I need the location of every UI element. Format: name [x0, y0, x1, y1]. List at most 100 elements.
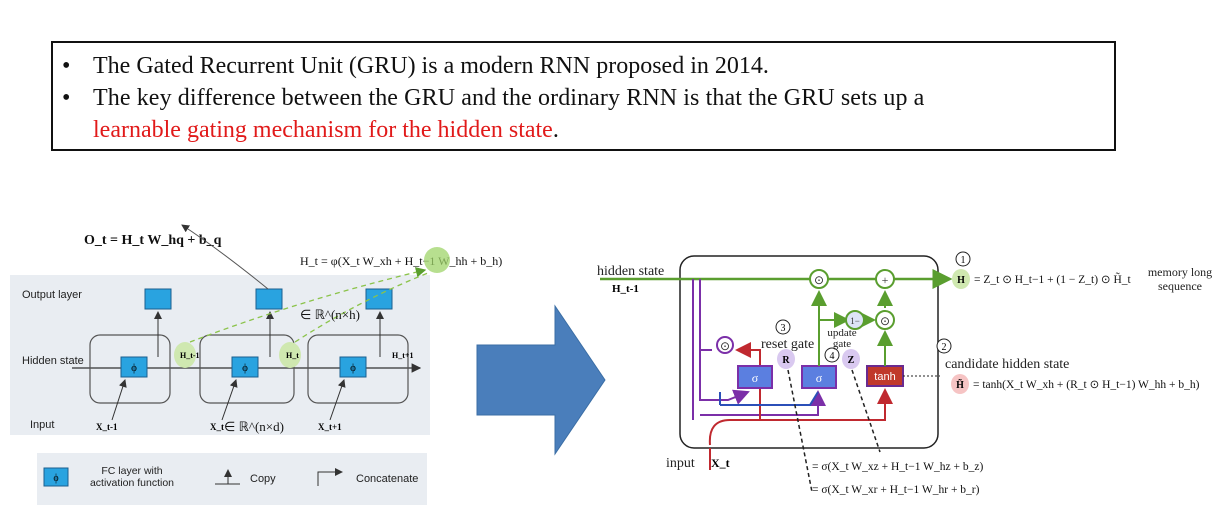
one-minus-label: 1−	[850, 316, 860, 326]
h-prev-label: H_t-1	[612, 283, 639, 295]
num-1: 1	[961, 255, 966, 266]
phi-label: ϕ	[242, 362, 248, 374]
gru-cell-frame	[679, 255, 939, 449]
whh-highlight	[424, 247, 450, 273]
rnn-cell-1: ϕ	[89, 288, 172, 404]
circled-number-4	[824, 347, 840, 363]
callout-box: • The Gated Recurrent Unit (GRU) is a mo…	[51, 41, 1116, 151]
R-label: R	[782, 355, 790, 366]
fc-phi-block	[339, 356, 367, 378]
cell-frame	[89, 334, 171, 404]
num-3: 3	[781, 323, 786, 334]
reset-sigma-box	[737, 365, 773, 389]
highlight-text: learnable gating mechanism for the hidde…	[93, 117, 553, 143]
red-path	[730, 392, 761, 421]
gru-diagram: hidden state H_t-1 σ σ tanh ⊙	[597, 251, 1213, 496]
output-up-arrow	[181, 224, 269, 290]
concat-icon	[317, 468, 343, 486]
h-next-label: H_t+1	[392, 351, 413, 360]
period: .	[552, 117, 559, 143]
hidden-node-prev	[174, 342, 196, 368]
hadamard-label: ⊙	[814, 273, 824, 287]
x-next-label: X_t+1	[318, 422, 342, 432]
formula-r: = σ(X_t W_xr + H_t−1 W_hr + b_r)	[812, 484, 980, 496]
rnn-background	[10, 275, 430, 435]
circled-number-1	[955, 251, 971, 267]
reset-gate-label: reset gate	[761, 337, 814, 352]
formula-candidate: = tanh(X_t W_xh + (R_t ⊙ H_t−1) W_hh + b…	[973, 379, 1200, 391]
output-block	[144, 288, 172, 310]
input-label: input	[666, 456, 695, 471]
x-current-label: X_t	[210, 422, 224, 432]
purple-path	[699, 279, 750, 405]
output-block	[255, 288, 283, 310]
hadamard-label: ⊙	[720, 339, 730, 353]
bullet-dot: •	[62, 85, 71, 111]
red-path	[708, 388, 893, 446]
purple-path	[700, 390, 826, 416]
h-tilde-node	[951, 374, 969, 394]
hadamard-mid-op	[875, 310, 895, 330]
h-prev-label: H_t-1	[180, 351, 200, 360]
update-node	[842, 349, 860, 369]
legend-copy-text: Copy	[250, 473, 276, 485]
h-output-node	[952, 269, 970, 289]
h-current-label: H_t	[286, 351, 299, 360]
row-label-hidden: Hidden state	[22, 355, 84, 367]
hidden-state-label: hidden state	[597, 264, 664, 279]
bullet-dot: •	[62, 53, 71, 79]
memory-label: memory long sequence	[1147, 265, 1213, 293]
fc-phi-block	[120, 356, 148, 378]
bullet-text: The Gated Recurrent Unit (GRU) is a mode…	[93, 53, 769, 79]
legend-fc-text: FC layer with activation function	[89, 465, 175, 489]
phi-label: ϕ	[350, 362, 356, 374]
Z-label: Z	[848, 355, 855, 366]
plus-op	[875, 269, 895, 289]
dim-x: ∈ ℝ^(n×d)	[224, 419, 284, 434]
formula-z: = σ(X_t W_xz + H_t−1 W_hz + b_z)	[812, 461, 983, 473]
cell-frame	[199, 334, 295, 404]
tanh-label: tanh	[874, 371, 895, 383]
output-block	[365, 288, 393, 310]
input-arrow	[111, 379, 127, 421]
candidate-label: candidate hidden state	[945, 357, 1069, 372]
transition-arrow	[476, 304, 606, 456]
legend-concat-text: Concatenate	[356, 473, 418, 485]
input-arrow	[329, 379, 346, 421]
update-gate-wrap: update gate	[827, 328, 856, 350]
rnn-diagram: O_t = H_t W_hq + b_q H_t = φ(X_t W_xh + …	[10, 224, 502, 505]
hidden-node-current	[279, 342, 301, 368]
legend-phi: ϕ	[53, 473, 58, 484]
copy-icon	[215, 470, 240, 485]
row-label-output: Output layer	[22, 289, 82, 301]
hadamard-reset-op	[716, 336, 734, 354]
circled-number-2	[936, 338, 952, 354]
rnn-hidden-formula: H_t = φ(X_t W_xh + H_t−1 W_hh + b_h)	[300, 254, 502, 268]
hadamard-label: ⊙	[880, 314, 890, 328]
phi-label: ϕ	[131, 362, 137, 374]
memory-label-wrap: memory long sequence	[1147, 265, 1213, 293]
x-t-label: X_t	[711, 456, 730, 470]
bullet-text: The key difference between the GRU and t…	[93, 85, 925, 111]
update-leader	[851, 369, 881, 453]
rnn-cell-2: ϕ	[181, 224, 295, 404]
row-label-input: Input	[30, 419, 54, 431]
rnn-cell-3: ϕ	[307, 288, 409, 404]
dim-hh: ∈ ℝ^(n×h)	[300, 307, 360, 322]
h-output-label: H	[957, 275, 965, 286]
h-tilde-label: H̃	[956, 378, 964, 391]
rnn-output-formula: O_t = H_t W_hq + b_q	[84, 233, 222, 248]
sigma-label: σ	[816, 371, 823, 385]
rnn-legend-background	[37, 453, 427, 505]
hadamard-top-op	[809, 269, 829, 289]
legend-fc-wrap: FC layer with activation function	[89, 465, 175, 489]
red-path-hidden	[725, 291, 815, 343]
num-2: 2	[942, 342, 947, 353]
legend-fc-swatch	[43, 467, 69, 487]
reset-node	[777, 349, 795, 369]
circled-number-3	[775, 319, 791, 335]
x-prev-label: X_t-1	[96, 422, 118, 432]
dashed-link	[189, 267, 427, 343]
plus-label: +	[882, 273, 889, 287]
